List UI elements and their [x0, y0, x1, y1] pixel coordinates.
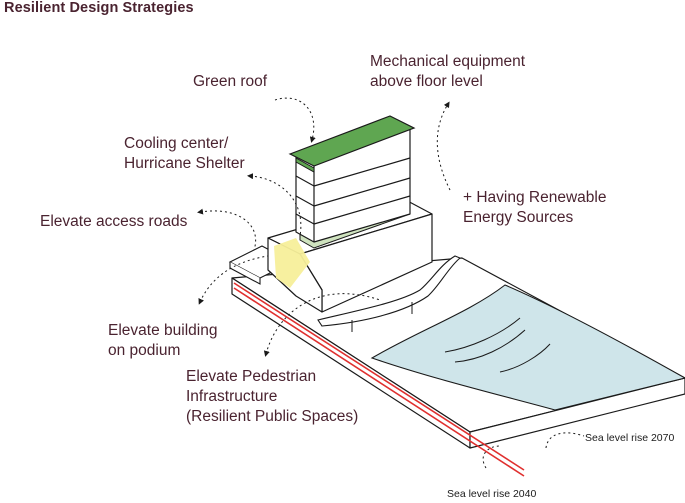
- water-line: [499, 343, 551, 373]
- label-sea-level-2070: Sea level rise 2070: [585, 432, 675, 444]
- green-roof: [288, 115, 416, 167]
- arrow-sea-2040: [482, 445, 501, 469]
- label-elevate-podium: Elevate building on podium: [108, 322, 218, 359]
- label-cooling-center: Cooling center/ Hurricane Shelter: [124, 135, 245, 172]
- water-line: [444, 317, 521, 353]
- label-elevate-access-roads: Elevate access roads: [40, 213, 188, 230]
- shelter-highlight: [274, 238, 310, 288]
- water-area: [370, 284, 685, 411]
- label-mechanical-equipment: Mechanical equipment above floor level: [370, 53, 526, 90]
- arrow-sea-2070: [545, 432, 585, 449]
- sea-level-lines: [233, 282, 525, 477]
- annotation-arrows: [197, 97, 585, 469]
- water-line: [454, 329, 526, 363]
- label-elevate-pedestrian: Elevate Pedestrian Infrastructure (Resil…: [186, 368, 359, 425]
- arrow-access-roads: [197, 208, 257, 251]
- arrow-cooling: [247, 173, 302, 237]
- label-green-roof: Green roof: [193, 73, 268, 90]
- diagram-title: Resilient Design Strategies: [4, 0, 194, 16]
- arrow-pedestrian: [263, 293, 381, 357]
- pedestrian-ramp: [317, 255, 462, 327]
- arrow-green-roof: [274, 97, 316, 143]
- label-renewable-energy: + Having Renewable Energy Sources: [463, 189, 607, 226]
- arrow-mechanical: [436, 101, 451, 191]
- label-sea-level-2040: Sea level rise 2040: [447, 488, 537, 500]
